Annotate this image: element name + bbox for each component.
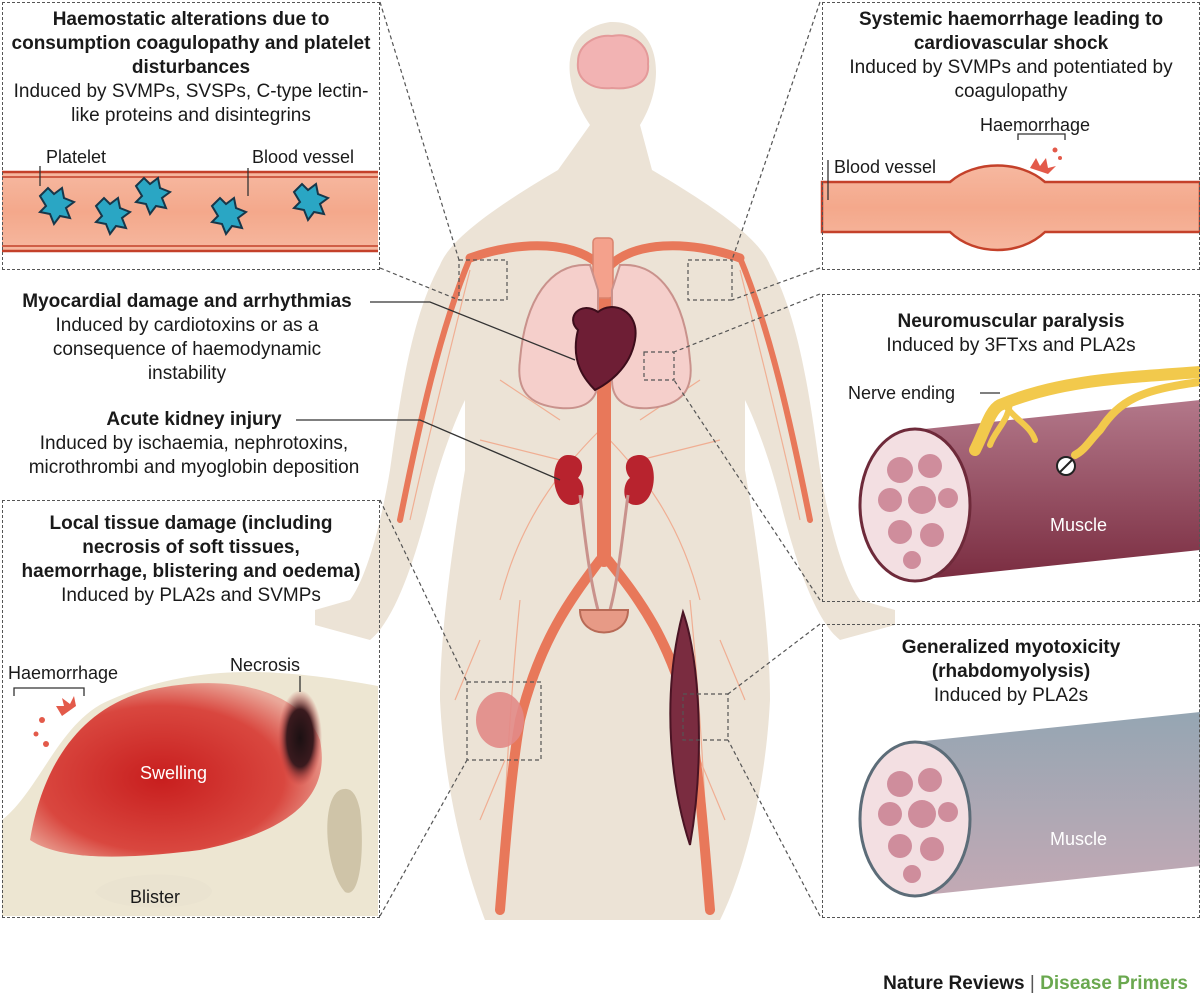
haemorrhage-label-systemic: Haemorrhage bbox=[980, 115, 1091, 135]
local-panel-box bbox=[2, 500, 380, 918]
local-title: Local tissue damage (including necrosis … bbox=[21, 513, 361, 582]
local-tissue bbox=[2, 671, 378, 916]
neuromuscular-panel: Neuromuscular paralysis Induced by 3FTxs… bbox=[830, 310, 1192, 358]
zoom-sources bbox=[458, 259, 733, 761]
haemostatic-subtitle: Induced by SVMPs, SVSPs, C-type lectin-l… bbox=[13, 81, 369, 126]
fine-vessels bbox=[409, 269, 801, 901]
ureters bbox=[578, 494, 630, 611]
kidney-panel: Acute kidney injury Induced by ischaemia… bbox=[2, 408, 386, 480]
haemorrhage-label-local: Haemorrhage bbox=[8, 663, 119, 683]
neuromuscular-subtitle: Induced by 3FTxs and PLA2s bbox=[886, 335, 1136, 356]
systemic-panel: Systemic haemorrhage leading to cardiova… bbox=[830, 8, 1192, 104]
right-lung bbox=[611, 263, 692, 410]
haemostatic-vessel bbox=[2, 166, 378, 253]
haemostatic-panel: Haemostatic alterations due to consumpti… bbox=[10, 8, 372, 128]
left-kidney bbox=[554, 455, 584, 505]
myocardial-subtitle: Induced by cardiotoxins or as a conseque… bbox=[52, 315, 322, 384]
blister-label: Blister bbox=[130, 887, 181, 907]
heart bbox=[572, 306, 637, 392]
myotoxicity-subtitle: Induced by PLA2s bbox=[933, 685, 1089, 706]
bite-site bbox=[476, 692, 524, 748]
leader-lines bbox=[296, 301, 576, 481]
leg-muscle bbox=[669, 608, 700, 846]
blood-vessel-label-1: Blood vessel bbox=[252, 147, 355, 167]
local-subtitle: Induced by PLA2s and SVMPs bbox=[61, 585, 321, 606]
blood-vessel-label-2: Blood vessel bbox=[834, 157, 937, 177]
left-lung bbox=[518, 263, 599, 410]
necrosis-label: Necrosis bbox=[230, 655, 301, 675]
haemostatic-title: Haemostatic alterations due to consumpti… bbox=[11, 9, 371, 78]
kidney-subtitle: Induced by ischaemia, nephrotoxins, micr… bbox=[28, 433, 360, 478]
series-name: Disease Primers bbox=[1040, 973, 1188, 994]
myocardial-title: Myocardial damage and arrhythmias bbox=[22, 291, 352, 312]
nerve-ending-label: Nerve ending bbox=[848, 383, 956, 403]
myocardial-panel: Myocardial damage and arrhythmias Induce… bbox=[2, 290, 372, 386]
platelet-label: Platelet bbox=[46, 147, 107, 167]
local-panel: Local tissue damage (including necrosis … bbox=[10, 512, 372, 608]
systemic-subtitle: Induced by SVMPs and potentiated by coag… bbox=[849, 57, 1173, 102]
myotoxicity-panel: Generalized myotoxicity (rhabdomyolysis)… bbox=[830, 636, 1192, 708]
muscle-label-1: Muscle bbox=[1050, 515, 1108, 535]
neuro-muscle bbox=[858, 366, 1200, 583]
myotoxicity-title: Generalized myotoxicity (rhabdomyolysis) bbox=[901, 637, 1121, 682]
haemostatic-panel-box bbox=[2, 2, 380, 270]
journal-credit: Nature Reviews | Disease Primers bbox=[883, 973, 1188, 995]
credit-separator: | bbox=[1029, 973, 1035, 994]
systemic-title: Systemic haemorrhage leading to cardiova… bbox=[858, 9, 1164, 54]
right-kidney bbox=[624, 455, 654, 505]
muscle-label-2: Muscle bbox=[1050, 829, 1108, 849]
trachea bbox=[592, 237, 614, 299]
connectors bbox=[379, 1, 821, 917]
kidney-title: Acute kidney injury bbox=[106, 409, 282, 430]
swelling-label: Swelling bbox=[140, 763, 208, 783]
journal-name: Nature Reviews bbox=[883, 973, 1025, 994]
neuromuscular-title: Neuromuscular paralysis bbox=[897, 311, 1125, 332]
systemic-vessel bbox=[820, 133, 1200, 252]
myo-muscle bbox=[858, 712, 1200, 898]
brain bbox=[576, 34, 650, 90]
bladder bbox=[578, 609, 630, 634]
